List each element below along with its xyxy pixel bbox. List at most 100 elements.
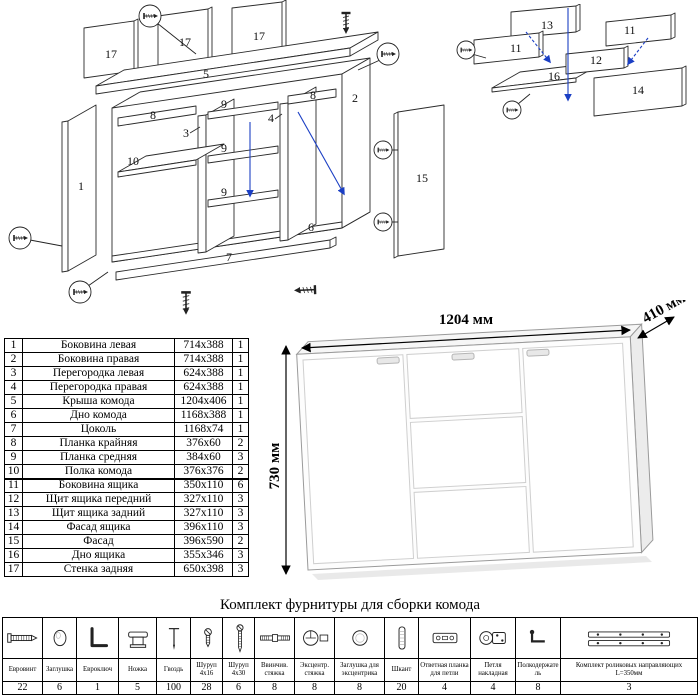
cap-icon xyxy=(42,617,77,659)
part-num: 5 xyxy=(4,394,23,409)
confirmat-screw-icon xyxy=(2,617,43,659)
part-name: Перегородка правая xyxy=(22,380,175,395)
hinge-plate-icon xyxy=(418,617,471,659)
part-number-label: 17 xyxy=(105,47,117,61)
cabinet-parts-drawing xyxy=(61,0,445,281)
part-size: 327x110 xyxy=(174,492,233,507)
part-number-label: 9 xyxy=(221,141,227,155)
hardware-qty: 100 xyxy=(156,681,191,695)
part-qty: 2 xyxy=(232,534,249,549)
hardware-qty: 8 xyxy=(254,681,295,695)
assembly-direction-arrows xyxy=(246,111,345,198)
part-num: 17 xyxy=(4,562,23,577)
part-size: 714x388 xyxy=(174,338,233,353)
hardware-qty: 4 xyxy=(470,681,516,695)
part-qty: 3 xyxy=(232,548,249,563)
part-qty: 1 xyxy=(232,352,249,367)
part-number-label: 13 xyxy=(541,18,553,32)
hinge-icon xyxy=(470,617,516,659)
part-name: Планка крайняя xyxy=(22,436,175,451)
part-name: Стенка задняя xyxy=(22,562,175,577)
part-size: 384x60 xyxy=(174,450,233,465)
drawer-parts-drawing xyxy=(473,4,687,117)
part-number-label: 7 xyxy=(226,250,232,264)
part-number-label: 15 xyxy=(416,171,428,185)
hex-key-icon xyxy=(76,617,119,659)
part-number-label: 11 xyxy=(510,41,522,55)
part-name: Щит ящика передний xyxy=(22,492,175,507)
part-number-label: 10 xyxy=(127,154,139,168)
part-size: 714x388 xyxy=(174,352,233,367)
cam-cap-icon xyxy=(334,617,385,659)
cabinet-body xyxy=(295,322,654,571)
part-size: 1168x74 xyxy=(174,422,233,437)
part-number-label: 11 xyxy=(624,23,636,37)
part-name: Перегородка левая xyxy=(22,366,175,381)
hardware-qty: 28 xyxy=(190,681,223,695)
part-qty: 2 xyxy=(232,464,249,480)
part-size: 1204x406 xyxy=(174,394,233,409)
nail-icon xyxy=(156,617,191,659)
part-number-label: 12 xyxy=(590,53,602,67)
part-qty: 1 xyxy=(232,338,249,353)
hardware-qty: 6 xyxy=(222,681,255,695)
part-name: Щит ящика задний xyxy=(22,506,175,521)
part-num: 16 xyxy=(4,548,23,563)
assembly-direction-arrows xyxy=(525,8,649,102)
hardware-label: Ввинчив. стяжка xyxy=(254,658,295,682)
part-name: Полка комода xyxy=(22,464,175,480)
dowel-icon xyxy=(384,617,419,659)
part-num: 12 xyxy=(4,492,23,507)
part-size: 624x388 xyxy=(174,366,233,381)
part-number-label: 16 xyxy=(548,69,560,83)
screw-4x16-icon xyxy=(190,617,223,659)
left-door-handle xyxy=(376,356,400,365)
hardware-label: Ножка xyxy=(118,658,157,682)
part-num: 2 xyxy=(4,352,23,367)
part-number-label: 9 xyxy=(221,185,227,199)
cabinet-shadow xyxy=(312,556,652,580)
hardware-label: Полкодержатель xyxy=(515,658,561,682)
part-qty: 1 xyxy=(232,422,249,437)
hardware-label: Заглушка xyxy=(42,658,77,682)
part-num: 4 xyxy=(4,380,23,395)
screw-tie-icon xyxy=(254,617,295,659)
part-number-label: 3 xyxy=(183,126,189,140)
part-num: 6 xyxy=(4,408,23,423)
hardware-qty: 20 xyxy=(384,681,419,695)
middle-drawer xyxy=(409,416,527,489)
part-number-label: 1 xyxy=(78,179,84,193)
part-name: Фасад xyxy=(22,534,175,549)
part-qty: 2 xyxy=(232,436,249,451)
drawer-slides-icon xyxy=(560,617,698,659)
bottom-drawer xyxy=(413,485,530,559)
part-qty: 3 xyxy=(232,562,249,577)
hardware-label: Гвоздь xyxy=(156,658,191,682)
height-dimension-label: 730 мм xyxy=(268,443,283,490)
part-number-label: 17 xyxy=(253,29,265,43)
hardware-qty: 4 xyxy=(418,681,471,695)
part-size: 355x346 xyxy=(174,548,233,563)
part-size: 1168x388 xyxy=(174,408,233,423)
hardware-qty: 5 xyxy=(118,681,157,695)
width-dimension-label: 1204 мм xyxy=(439,312,493,328)
hardware-icons-row xyxy=(2,617,698,659)
hardware-label: Шкант xyxy=(384,658,419,682)
part-num: 10 xyxy=(4,464,23,480)
screw-4x30-icon xyxy=(222,617,255,659)
part-number-label: 4 xyxy=(268,111,274,125)
